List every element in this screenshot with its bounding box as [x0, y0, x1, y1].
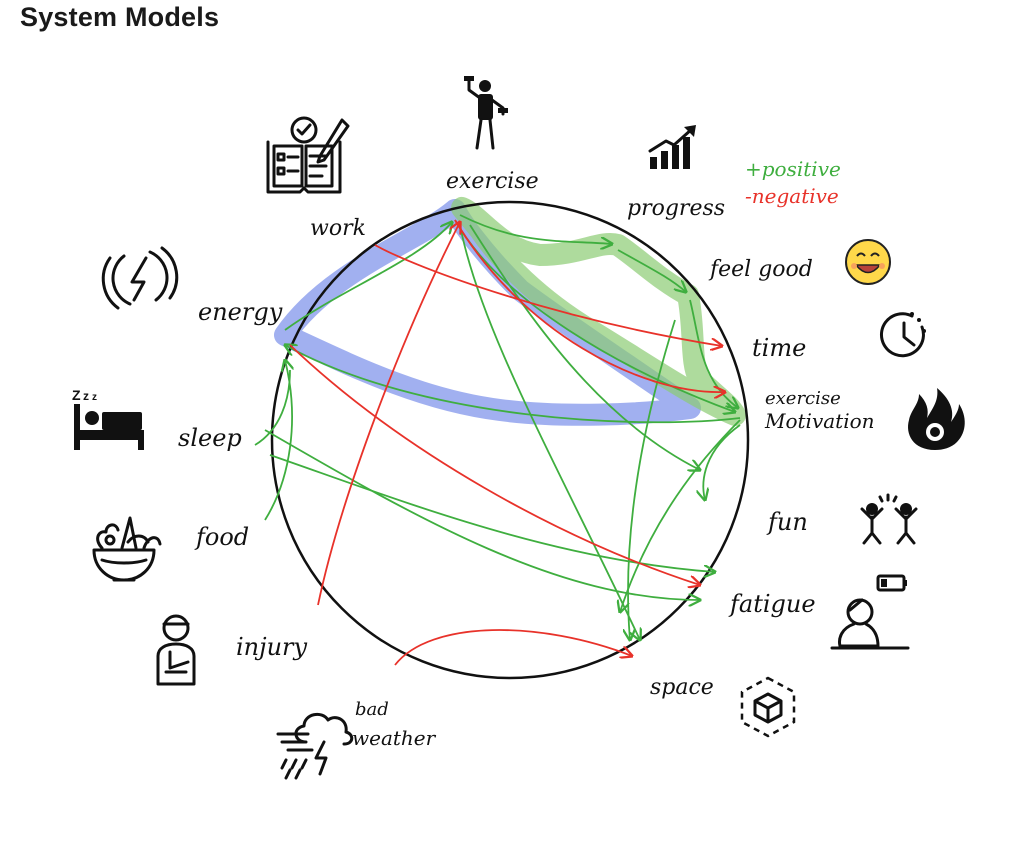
svg-text:z: z: [92, 392, 97, 403]
energy-bolt-icon: [101, 246, 179, 310]
label-motivation-2: Motivation: [764, 409, 875, 433]
page-title: System Models: [20, 2, 220, 32]
svg-text:z: z: [83, 389, 89, 403]
label-time: time: [752, 334, 806, 362]
svg-text:Z: Z: [72, 387, 81, 403]
positive-links: [254, 214, 740, 640]
green-highlight-loop: [451, 197, 746, 426]
bed-sleep-icon: Z z z: [72, 387, 144, 450]
label-fatigue: fatigue: [728, 590, 816, 618]
label-feel-good: feel good: [708, 257, 813, 282]
growth-bar-chart-icon: [648, 125, 696, 169]
label-energy: energy: [198, 298, 283, 326]
people-jumping-icon: [860, 493, 918, 545]
label-fun: fun: [766, 508, 808, 536]
3d-cube-icon: [740, 676, 796, 738]
legend-negative: -negative: [745, 184, 839, 208]
label-food: food: [194, 523, 249, 551]
label-exercise: exercise: [446, 169, 539, 194]
legend-positive: +positive: [745, 157, 841, 181]
label-progress: progress: [627, 196, 725, 221]
label-motivation-1: exercise: [765, 388, 841, 409]
fire-icon: [908, 388, 965, 450]
storm-cloud-icon: [276, 712, 354, 780]
label-injury: injury: [236, 633, 308, 661]
book-checklist-icon: [266, 116, 350, 194]
smiling-face-icon: [845, 239, 891, 285]
label-bad-weather-2: weather: [352, 726, 437, 750]
label-sleep: sleep: [178, 424, 242, 452]
clock-icon: [880, 312, 926, 358]
salad-bowl-icon: [92, 516, 162, 582]
person-lifting-dumbbells-icon: [464, 76, 508, 150]
label-work: work: [310, 216, 366, 241]
label-bad-weather-1: bad: [355, 699, 389, 720]
tired-person-low-battery-icon: [830, 574, 910, 650]
negative-links: [289, 220, 725, 666]
system-circle: [270, 200, 750, 680]
label-space: space: [650, 675, 714, 700]
injured-person-icon: [156, 614, 196, 686]
